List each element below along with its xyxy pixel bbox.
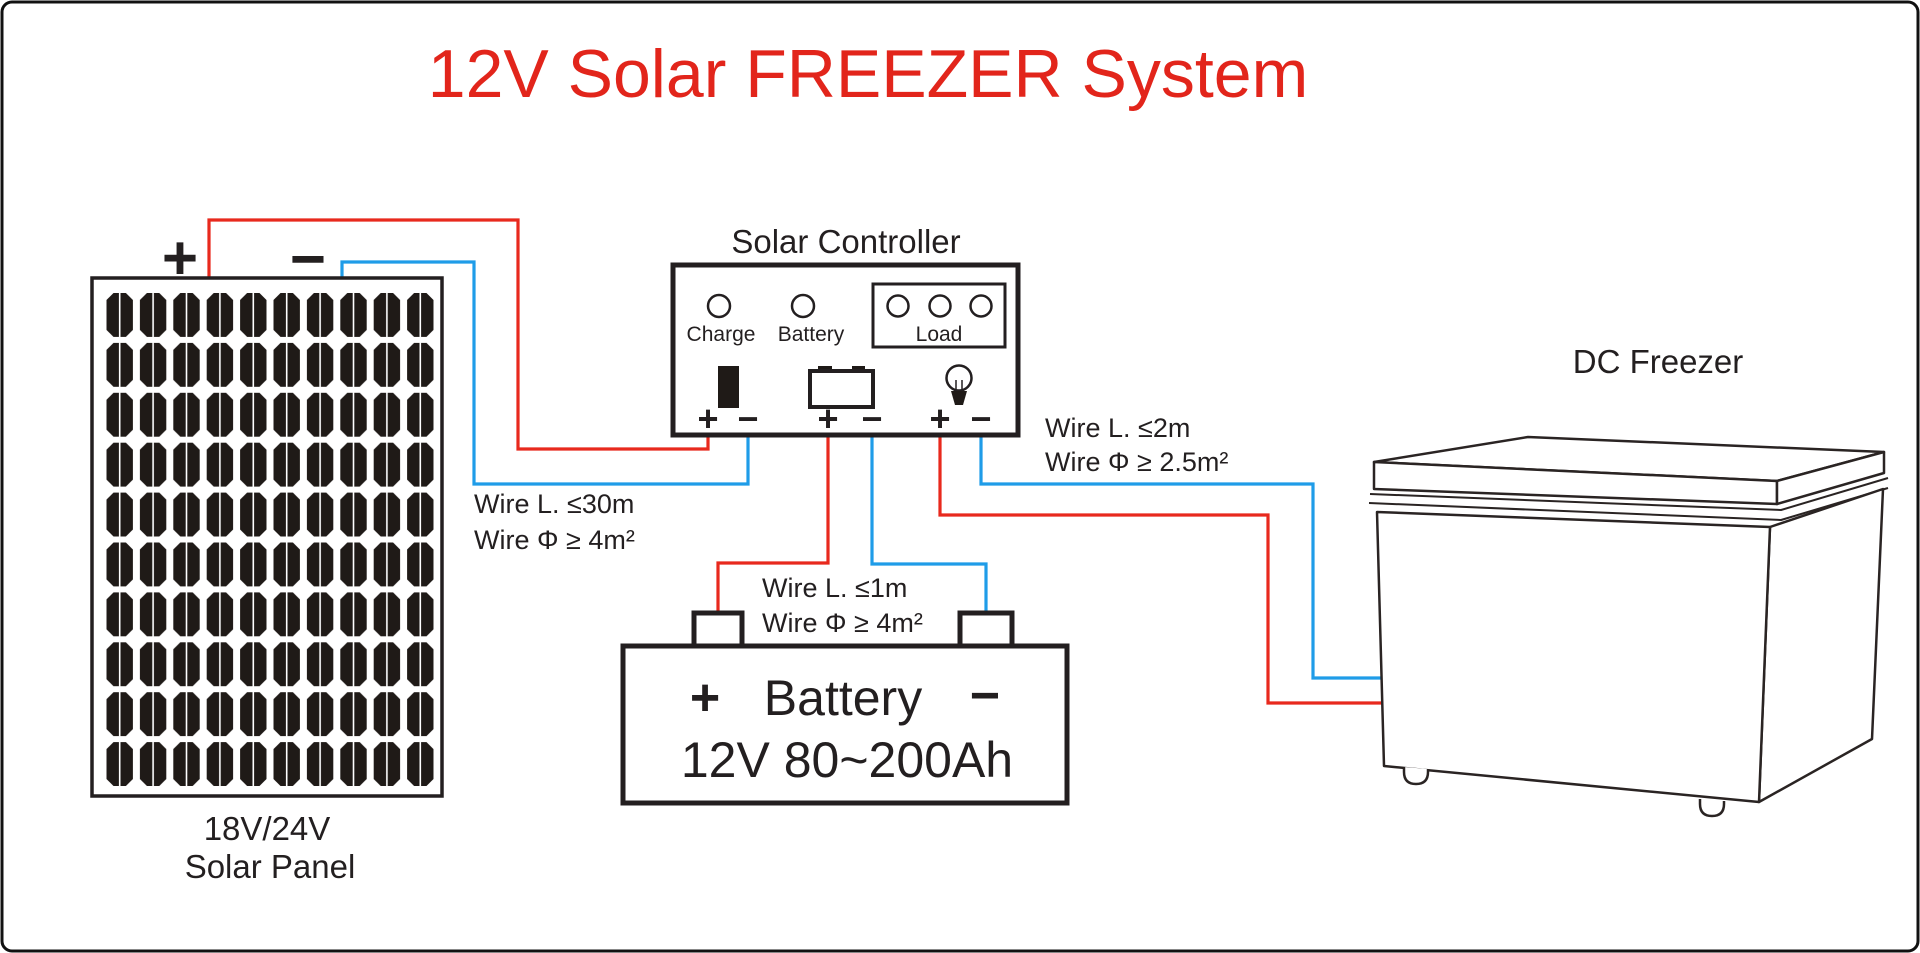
wire-load-negative	[979, 431, 1382, 680]
wire-battery-positive	[716, 431, 830, 612]
battery-minus-sign: −	[970, 667, 1000, 725]
wire-load-positive	[938, 431, 1382, 705]
wire-pv-negative	[340, 260, 750, 486]
bulb-base	[951, 391, 967, 405]
battery-body	[620, 643, 1070, 806]
load-led-icon	[928, 294, 952, 318]
battery-led-icon	[790, 293, 816, 319]
freezer-cabinet-front	[1375, 510, 1772, 804]
wire-notes: Wire L. ≤30m Wire Φ ≥ 4m² Wire L. ≤1m Wi…	[474, 413, 1228, 638]
bulb-pictogram-icon	[945, 364, 973, 405]
solar-panel-plus-terminal: +	[162, 224, 198, 293]
freezer-gasket-line	[1369, 477, 1889, 511]
charge-minus-terminal: −	[737, 398, 758, 439]
battery-minus-terminal: −	[861, 398, 882, 439]
page-title: 12V Solar FREEZER System	[428, 36, 1308, 112]
wire-pv-positive	[207, 218, 710, 451]
dc-freezer: DC Freezer	[1368, 343, 1889, 818]
solar-panel-cells	[103, 291, 437, 790]
battery-wire-note-gauge: Wire Φ ≥ 4m²	[762, 608, 923, 638]
load-plus-terminal: +	[929, 398, 950, 439]
solar-panel: + − 18V/24V Solar Panel	[90, 224, 444, 885]
freezer-foot	[1698, 799, 1726, 818]
battery-plus-terminal: +	[817, 398, 838, 439]
load-label: Load	[916, 323, 963, 346]
solar-panel-caption-voltage: 18V/24V	[204, 810, 331, 847]
pv-wire-note-length: Wire L. ≤30m	[474, 489, 634, 519]
battery-led-label: Battery	[778, 323, 845, 346]
battery-pictogram-icon	[808, 369, 875, 409]
load-led-icon	[969, 294, 993, 318]
wire-battery-negative	[870, 431, 988, 612]
load-minus-terminal: −	[970, 398, 991, 439]
solar-controller-title: Solar Controller	[731, 223, 960, 260]
charge-led-icon	[706, 293, 732, 319]
freezer-lid-side	[1775, 450, 1886, 506]
battery-block: + Battery − 12V 80~200Ah	[620, 610, 1070, 806]
solar-controller: Solar Controller Charge Battery Load + −…	[670, 223, 1021, 439]
battery-wire-note-length: Wire L. ≤1m	[762, 573, 907, 603]
dc-freezer-label: DC Freezer	[1573, 343, 1744, 380]
battery-spec-label: 12V 80~200Ah	[681, 732, 1013, 788]
wiring	[207, 218, 1382, 705]
battery-name-label: Battery	[764, 670, 922, 726]
load-led-icon	[886, 294, 910, 318]
load-wire-note-length: Wire L. ≤2m	[1045, 413, 1190, 443]
charge-led-label: Charge	[687, 323, 756, 346]
solar-panel-minus-terminal: −	[290, 225, 326, 294]
charge-plus-terminal: +	[697, 398, 718, 439]
load-wire-note-gauge: Wire Φ ≥ 2.5m²	[1045, 447, 1228, 477]
panel-pictogram-icon	[718, 366, 739, 408]
solar-panel-caption-name: Solar Panel	[185, 848, 356, 885]
pv-wire-note-gauge: Wire Φ ≥ 4m²	[474, 525, 635, 555]
battery-plus-sign: +	[690, 669, 720, 727]
freezer-foot	[1402, 767, 1430, 786]
bulb-glass	[945, 364, 973, 392]
